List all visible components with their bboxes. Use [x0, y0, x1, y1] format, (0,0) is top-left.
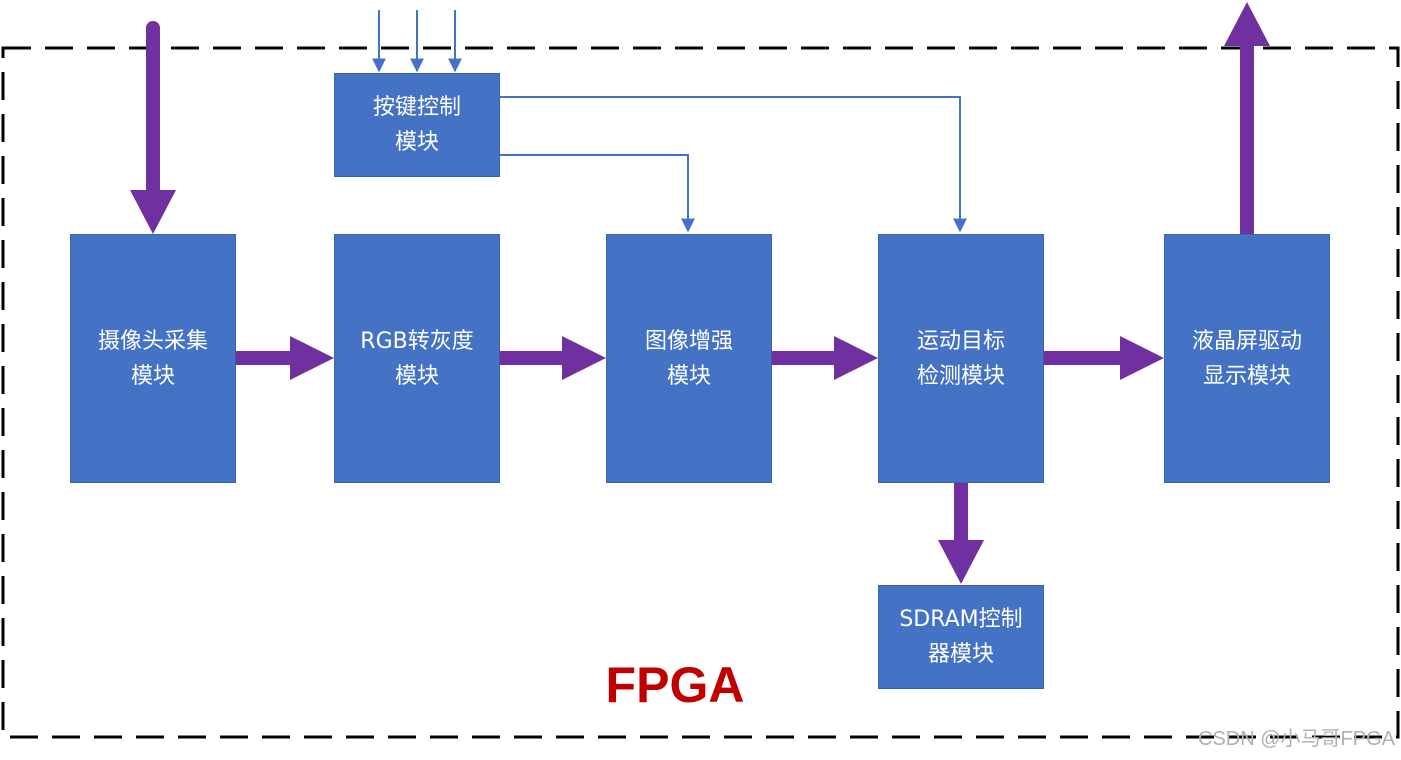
motion-detect-label-line1: 运动目标 [916, 328, 1005, 354]
enhance-to-motion-arrow-head [834, 336, 878, 380]
lcd-display-label-line1: 液晶屏驱动 [1191, 328, 1302, 354]
rgb-to-gray-label-line2: 模块 [394, 363, 439, 389]
lcd-output-arrow-head [1224, 2, 1270, 46]
key-control-block: 按键控制 模块 [334, 73, 500, 177]
watermark: CSDN @小马哥FPGA [1198, 728, 1395, 750]
key-to-enhance-arrow [500, 154, 695, 233]
fpga-boundary [1, 46, 1400, 739]
key-to-motion-arrow [500, 96, 967, 233]
camera-input-arrow-head [130, 190, 176, 234]
rgb-to-enhance-arrow-head [562, 336, 606, 380]
sdram-control-label-line1: SDRAM控制 [899, 607, 1023, 632]
image-enhance-label-line2: 模块 [666, 363, 711, 389]
key-control-label-line2: 模块 [394, 130, 439, 155]
lcd-display-block: 液晶屏驱动 显示模块 [1164, 234, 1330, 483]
image-enhance-block: 图像增强 模块 [606, 234, 772, 483]
motion-to-lcd-arrow-head [1120, 336, 1164, 380]
image-enhance-label-line1: 图像增强 [644, 328, 733, 354]
camera-capture-label-line2: 模块 [130, 363, 175, 389]
lcd-display-label-line2: 显示模块 [1202, 363, 1291, 389]
camera-capture-block: 摄像头采集 模块 [70, 234, 236, 483]
motion-detect-block: 运动目标 检测模块 [878, 234, 1044, 483]
sdram-control-label-line2: 器模块 [927, 642, 994, 667]
motion-detect-label-line2: 检测模块 [916, 363, 1005, 389]
motion-to-sdram-arrow-head [938, 540, 984, 584]
camera-to-rgb-arrow-head [290, 336, 334, 380]
rgb-to-gray-label-line1: RGB转灰度 [360, 328, 474, 354]
rgb-to-gray-block: RGB转灰度 模块 [334, 234, 500, 483]
key-control-label-line1: 按键控制 [372, 95, 461, 120]
sdram-control-block: SDRAM控制 器模块 [878, 585, 1044, 689]
fpga-label: FPGA [605, 657, 745, 713]
camera-capture-label-line1: 摄像头采集 [97, 328, 208, 354]
